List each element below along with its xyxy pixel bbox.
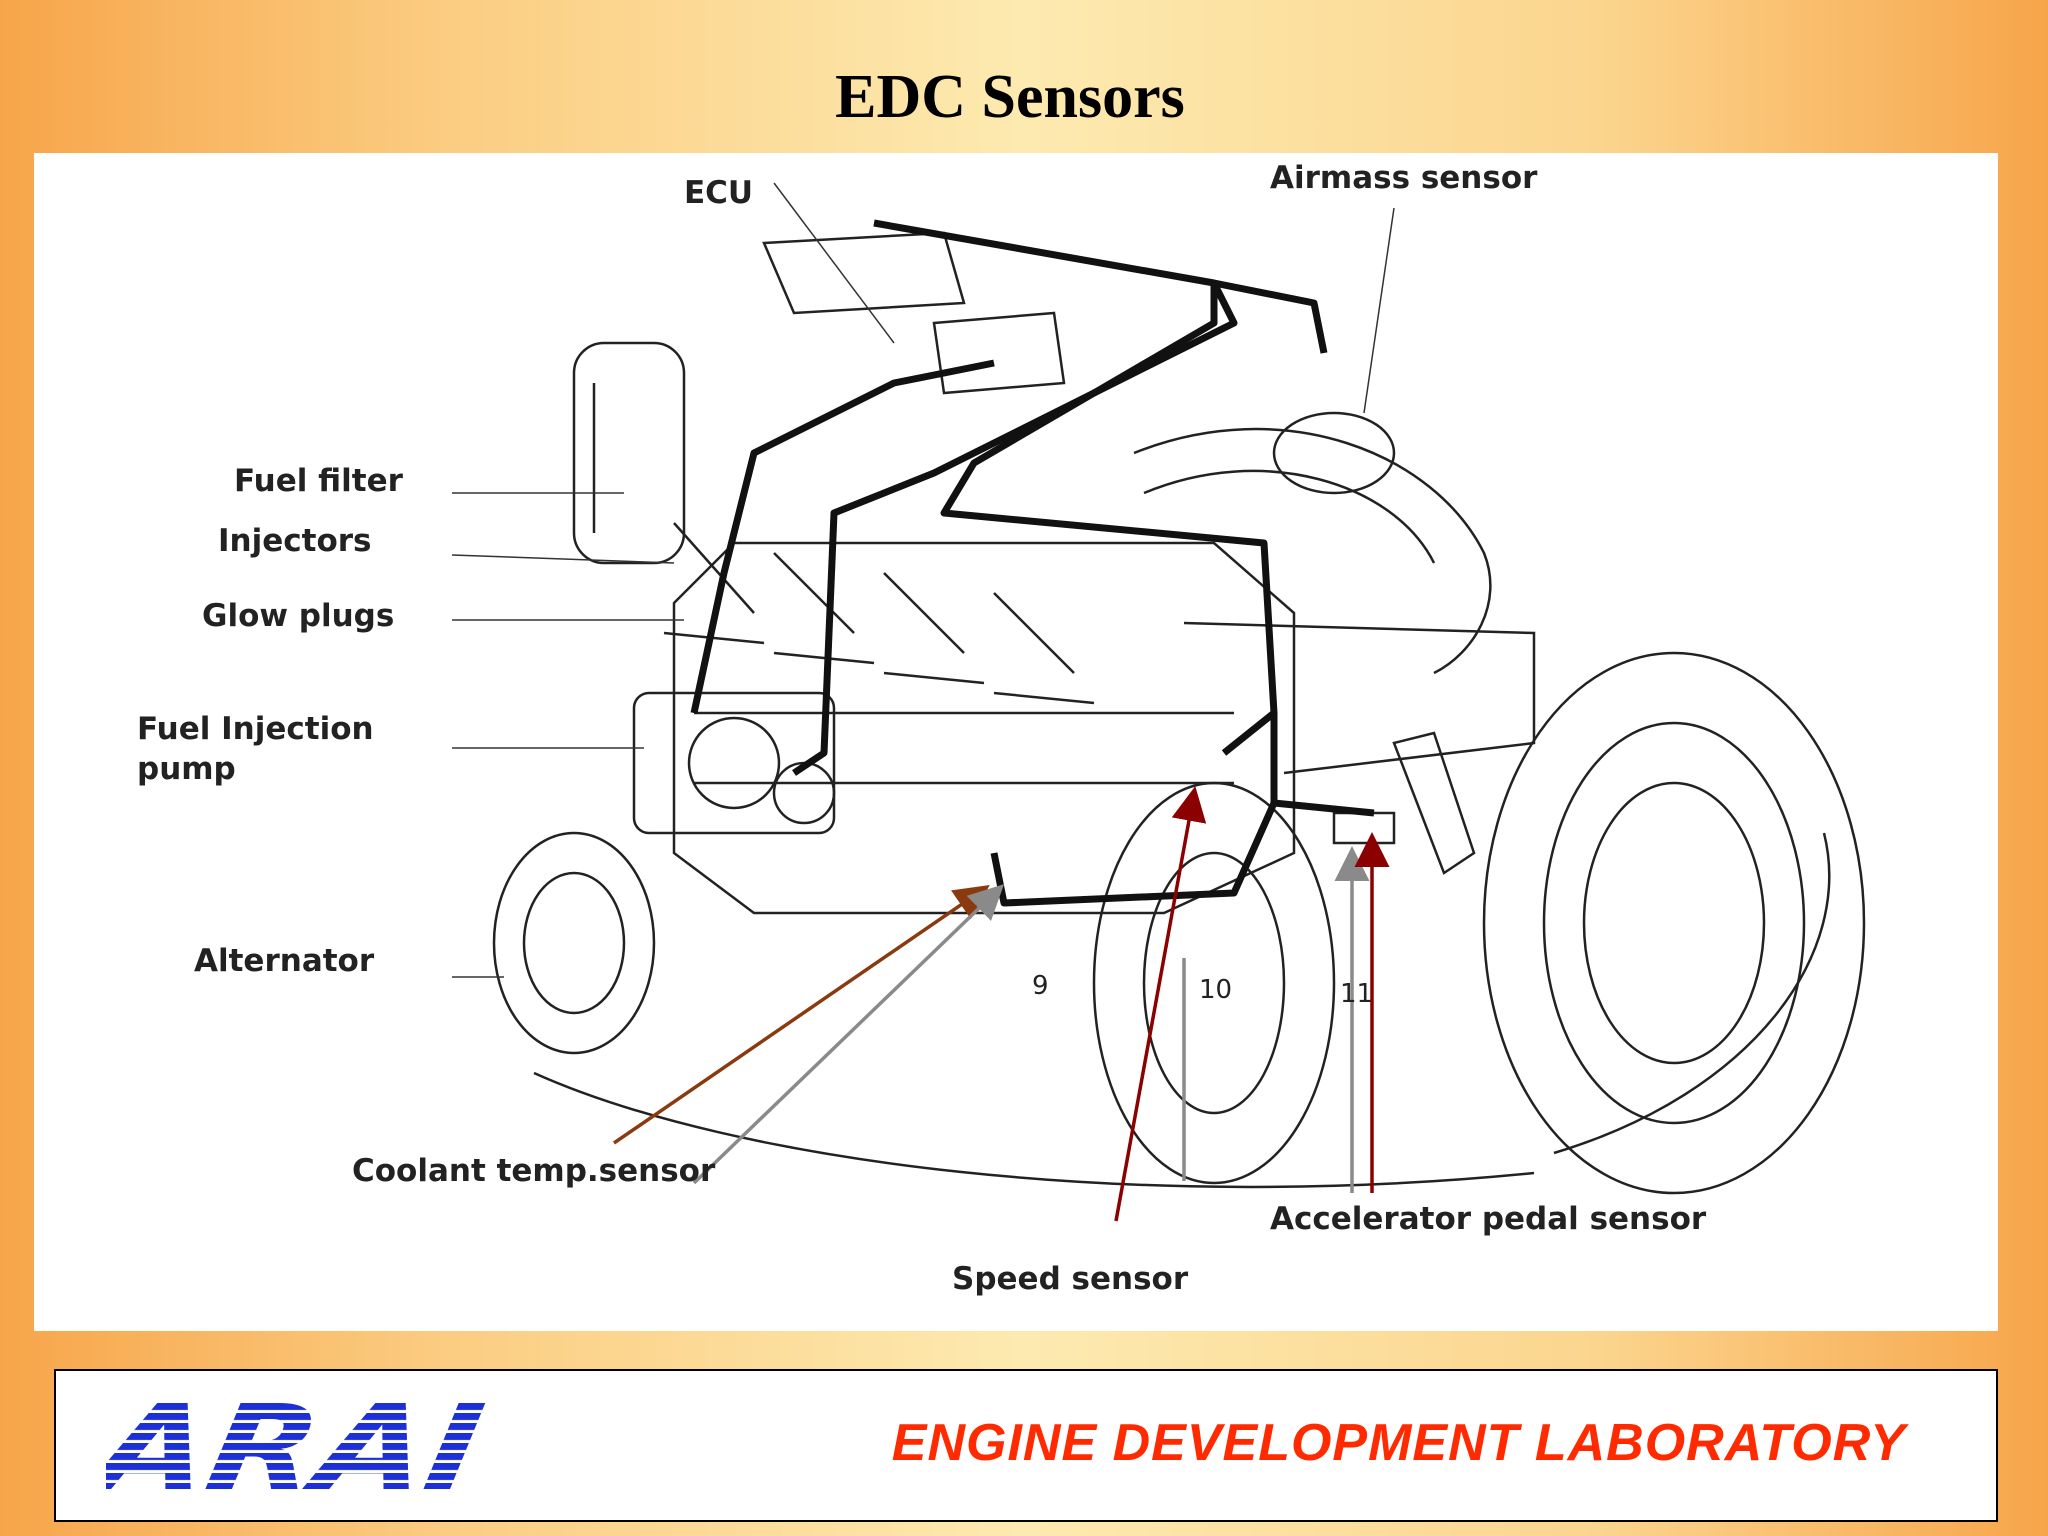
label-speed-sensor: Speed sensor	[952, 1261, 1189, 1297]
slide-title: EDC Sensors	[835, 63, 1185, 131]
callout-number-11: 11	[1340, 979, 1374, 1009]
label-alternator: Alternator	[194, 943, 375, 979]
label-coolant-temp-sensor: Coolant temp.sensor	[352, 1153, 716, 1189]
label-glow-plugs: Glow plugs	[202, 598, 395, 634]
label-fuel-injection-pump-line1: Fuel Injection	[137, 711, 374, 747]
label-ecu: ECU	[684, 175, 754, 211]
footer-banner: ARAI ENGINE DEVELOPMENT LABORATORY	[54, 1369, 1998, 1522]
label-airmass-sensor: Airmass sensor	[1270, 160, 1538, 196]
label-fuel-injection-pump-line2: pump	[137, 751, 236, 787]
label-accelerator-pedal-sensor: Accelerator pedal sensor	[1270, 1201, 1707, 1237]
callout-number-9: 9	[1032, 971, 1049, 1001]
arai-logo-text: ARAI	[106, 1393, 492, 1503]
arai-logo: ARAI	[106, 1393, 492, 1503]
callout-number-10: 10	[1199, 975, 1233, 1005]
engine-illustration	[451, 182, 1866, 1222]
label-injectors: Injectors	[218, 523, 372, 559]
lab-name: ENGINE DEVELOPMENT LABORATORY	[891, 1414, 1906, 1472]
label-fuel-filter: Fuel filter	[234, 463, 403, 499]
engine-diagram-panel: ECU Airmass sensor Fuel filter Injectors…	[34, 153, 1998, 1331]
